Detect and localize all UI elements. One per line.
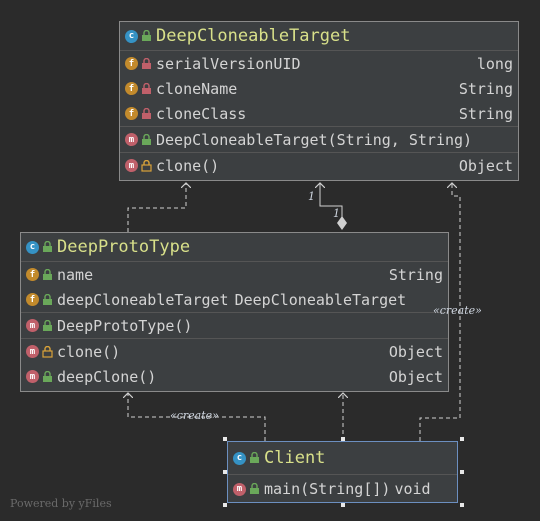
constructor-row[interactable]: m DeepProtoType() [21,312,448,338]
private-lock-icon [142,107,151,119]
selection-handle[interactable] [460,503,464,507]
field-type: long [476,54,513,73]
method-type: Object [458,156,513,175]
field-type: DeepCloneableTarget [234,290,407,309]
field-row[interactable]: f cloneName String [120,76,518,101]
public-lock-icon [142,30,151,41]
class-title: DeepCloneableTarget [156,26,351,46]
create-edge-client-proto [128,393,266,441]
method-icon: m [125,133,138,146]
class-node-deepcloneabletarget[interactable]: c DeepCloneableTarget f serialVersionUID… [119,21,519,181]
aggregation-edge [320,183,343,222]
method-name: clone() [57,342,121,361]
method-type: Object [388,367,443,386]
selection-handle[interactable] [223,437,227,441]
private-lock-icon [142,57,151,69]
create-label: «create» [170,409,219,422]
method-icon: m [26,319,39,332]
field-type: String [458,104,513,123]
create-label: «create» [433,304,482,317]
field-icon: f [26,268,39,281]
selection-handle[interactable] [460,470,464,474]
field-row[interactable]: f cloneClass String [120,101,518,126]
protected-lock-icon [141,159,152,172]
field-row[interactable]: f deepCloneableTarget DeepCloneableTarge… [21,287,448,312]
method-row[interactable]: m main(String[]) void [228,475,457,503]
constructor-name: DeepProtoType() [57,316,193,335]
public-lock-icon [43,319,52,331]
multiplicity-label: 1 [308,190,315,203]
static-final-field-icon: f [125,57,138,70]
field-icon: f [125,107,138,120]
field-type: String [388,265,443,284]
method-name: deepClone() [57,367,157,386]
selection-handle[interactable] [223,503,227,507]
selection-handle[interactable] [460,437,464,441]
public-lock-icon [43,293,52,305]
public-lock-icon [142,133,151,145]
field-row[interactable]: f name String [21,262,448,287]
public-lock-icon [250,452,259,463]
field-name: serialVersionUID [156,54,301,73]
create-edge-client-target [419,183,461,441]
field-icon: f [26,293,39,306]
public-lock-icon [43,370,52,382]
dependency-edge-proto-target [127,183,186,232]
method-type: Object [388,342,443,361]
private-lock-icon [142,82,151,94]
constructor-name: DeepCloneableTarget(String, String) [156,130,473,149]
class-title: Client [264,448,326,468]
protected-lock-icon [42,345,53,358]
method-row[interactable]: m clone() Object [120,152,518,178]
method-icon: m [26,345,39,358]
field-name: cloneName [156,79,238,98]
method-icon: m [125,159,138,172]
field-type: String [458,79,513,98]
multiplicity-label: 1 [333,207,340,220]
field-name: name [57,265,94,284]
method-row[interactable]: m deepClone() Object [21,364,448,389]
class-node-deepprototype[interactable]: c DeepProtoType f name String f deepClon… [20,232,449,392]
public-lock-icon [43,241,52,252]
aggregation-diamond [337,216,347,230]
class-icon: c [26,240,39,254]
method-row[interactable]: m clone() Object [21,338,448,364]
method-name: clone() [156,156,220,175]
selection-handle[interactable] [341,437,345,441]
field-name: deepCloneableTarget [57,290,229,309]
class-header: c DeepCloneableTarget [120,22,518,51]
public-lock-icon [250,483,259,494]
method-name: main(String[]) [264,480,391,498]
selection-handle[interactable] [223,470,227,474]
field-row[interactable]: f serialVersionUID long [120,51,518,76]
class-node-client[interactable]: c Client m main(String[]) void [227,441,458,503]
field-icon: f [125,82,138,95]
selection-handle[interactable] [341,503,345,507]
class-title: DeepProtoType [57,237,191,257]
field-name: cloneClass [156,104,247,123]
method-icon: m [26,370,39,383]
public-lock-icon [43,268,52,280]
method-type: void [394,480,431,498]
class-header: c Client [228,442,457,475]
method-icon: m [233,482,246,496]
class-icon: c [233,451,246,465]
class-icon: c [125,29,138,43]
constructor-row[interactable]: m DeepCloneableTarget(String, String) [120,126,518,152]
watermark: Powered by yFiles [10,497,112,510]
class-header: c DeepProtoType [21,233,448,262]
